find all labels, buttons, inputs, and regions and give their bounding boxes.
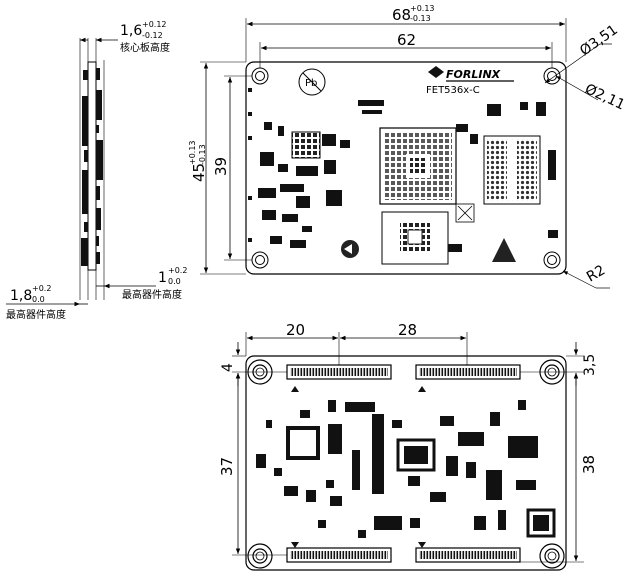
core-thickness-label: 核心板高度 [120,41,170,54]
core-thickness-value: 1,6 [120,23,142,39]
corner-radius: R2 [584,262,608,285]
hole-inner-diameter: Ø2,11 [582,81,627,113]
top-view: 68 +0.13 -0.13 62 45 +0.13 -0.13 39 Ø3,5… [188,4,627,289]
pb-free-icon [298,68,326,96]
edge-left: 4 [220,363,236,372]
brand-text: FORLINX [446,68,501,81]
side-components [81,68,103,266]
core-thickness-tol-plus: +0.12 [142,20,167,29]
bottom-passives [256,386,556,548]
pb-mark: Pb [305,78,317,89]
overall-height-tol-plus: +0.13 [188,140,197,165]
top-passives [248,88,558,252]
board-to-board-connectors [286,364,521,563]
esd-warning-icon [492,238,516,262]
side-view: 1,6 +0.12 -0.12 核心板高度 1 +0.2 0.0 最高器件高度 … [6,20,187,321]
forlinx-logo: FORLINX [428,66,514,82]
weee-icon [455,203,475,223]
hole-pitch-y-value: 39 [212,157,230,176]
core-thickness-tol-minus: -0.12 [142,31,163,40]
overall-width-tol-plus: +0.13 [410,4,435,13]
hole-outer-diameter: Ø3,51 [577,22,621,59]
hole-pitch-x-value: 62 [397,31,416,49]
span-right: 38 [580,455,598,474]
model-name: FET536x-C [426,85,480,96]
overall-width-tol-minus: -0.13 [410,14,431,23]
top-height-value: 1 [158,270,167,286]
edge-right: 3,5 [582,354,598,376]
span-left: 37 [218,457,236,476]
top-height-label: 最高器件高度 [122,288,182,301]
bottom-height-value: 1,8 [10,288,32,304]
top-height-tol-minus: 0.0 [168,277,181,286]
overall-height-tol-minus: -0.13 [198,144,207,165]
top-height-tol-plus: +0.2 [168,266,187,275]
bottom-view: 20 28 4 37 3,5 38 [218,321,598,571]
conn-offset-left: 20 [286,321,305,339]
bottom-height-tol-minus: 0.0 [32,295,45,304]
overall-height-value: 45 [190,163,208,182]
bottom-height-tol-plus: +0.2 [32,284,51,293]
pmic-chip [291,131,321,159]
side-pcb [87,61,97,271]
bottom-height-label: 最高器件高度 [6,308,66,321]
overall-width-value: 68 [392,6,411,24]
conn-offset-right: 28 [398,321,417,339]
